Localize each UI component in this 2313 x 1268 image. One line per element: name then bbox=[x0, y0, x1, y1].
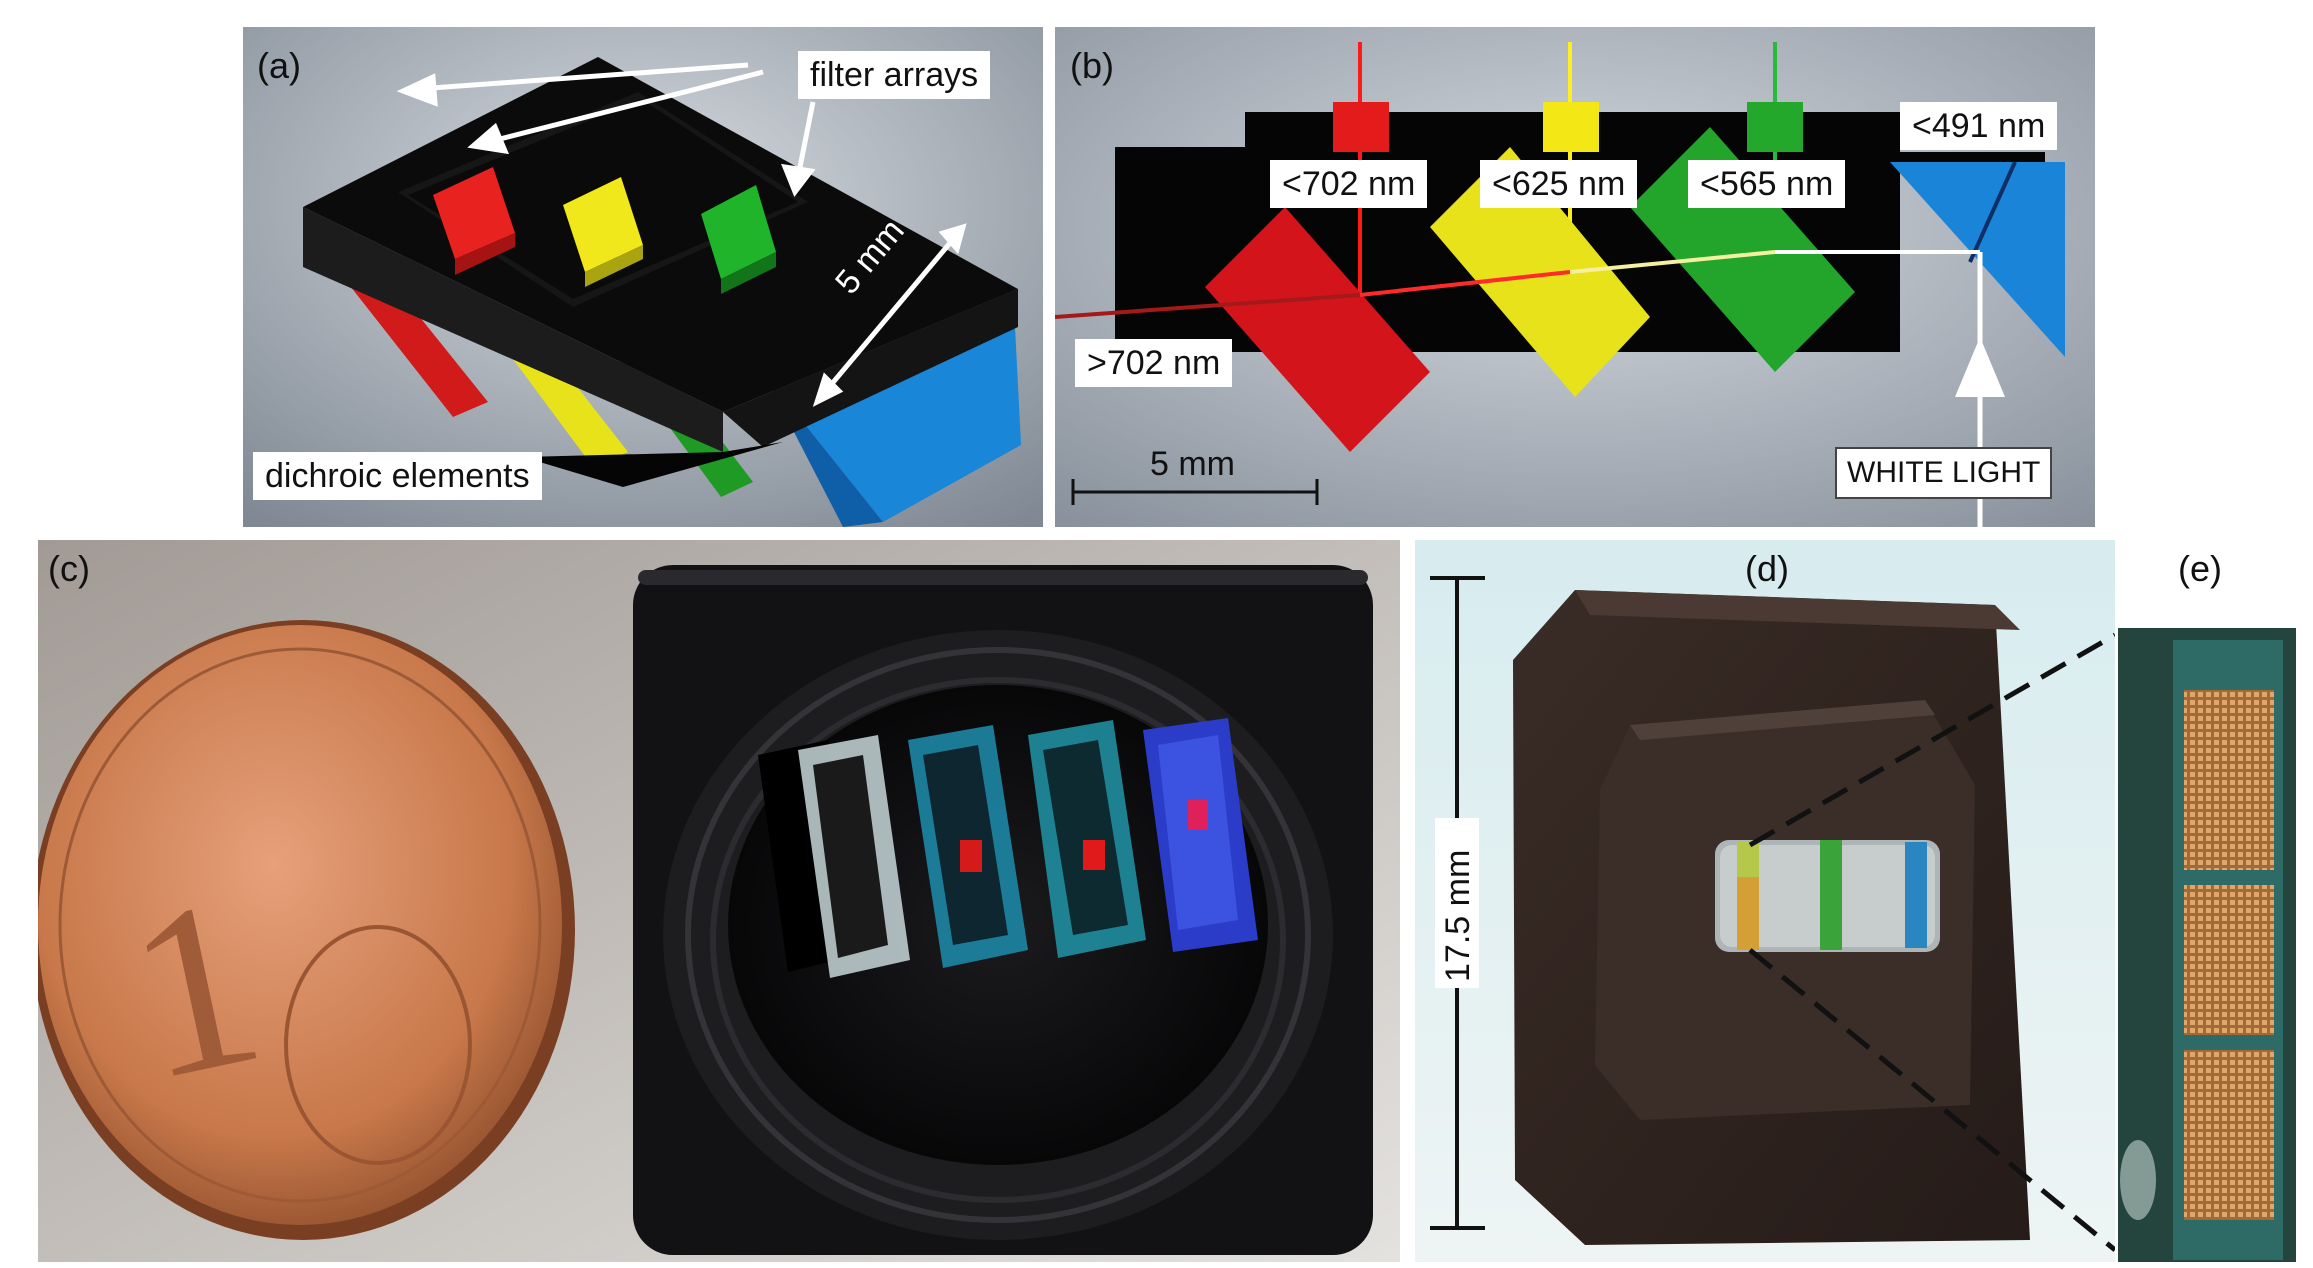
cutoff-702-label: <702 nm bbox=[1270, 160, 1428, 208]
filter-arrays-label: filter arrays bbox=[798, 51, 991, 99]
panel-c-label: (c) bbox=[48, 548, 90, 589]
cutoff-565-label: <565 nm bbox=[1688, 160, 1846, 208]
panel-a: (a) filter arrays dichroic elements 5 mm bbox=[243, 27, 1043, 527]
panel-a-render bbox=[243, 27, 1043, 527]
white-light-label: WHITE LIGHT bbox=[1835, 447, 2053, 499]
panel-e-photo bbox=[2118, 540, 2313, 1262]
panel-c-photo: 1 bbox=[38, 540, 1400, 1262]
panel-b-label: (b) bbox=[1070, 45, 1114, 86]
panel-d-dimension: 17.5 mm bbox=[1439, 849, 1477, 982]
panel-d-label: (d) bbox=[1745, 548, 1789, 589]
panel-e-label: (e) bbox=[2178, 548, 2222, 589]
long-pass-label: >702 nm bbox=[1075, 339, 1233, 387]
dichroic-elements-label: dichroic elements bbox=[253, 452, 542, 500]
panel-e: (e) bbox=[2118, 540, 2313, 1262]
panel-d-photo bbox=[1415, 540, 2115, 1262]
panel-b: (b) <702 nm <625 nm <565 nm <491 nm >702… bbox=[1055, 27, 2095, 527]
panel-a-label: (a) bbox=[257, 45, 301, 86]
scale-bar-label: 5 mm bbox=[1150, 445, 1235, 483]
panel-d: (d) 17.5 mm bbox=[1415, 540, 2115, 1262]
cutoff-625-label: <625 nm bbox=[1480, 160, 1638, 208]
panel-c: 1 (c) bbox=[38, 540, 1400, 1262]
panel-b-schematic bbox=[1055, 27, 2095, 527]
cutoff-491-label: <491 nm bbox=[1900, 102, 2058, 150]
